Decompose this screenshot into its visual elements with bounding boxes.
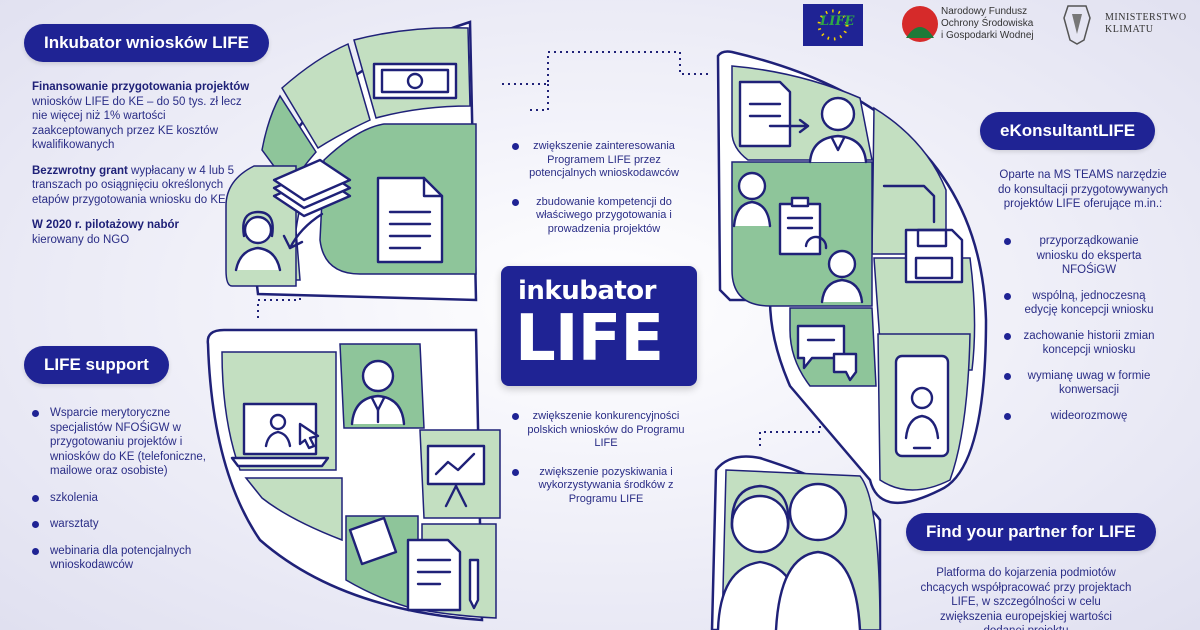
inkubator-life-logo: inkubator LIFE [501,266,697,386]
ministry-emblem-icon [1063,5,1091,45]
document-form-icon [882,184,936,224]
goal-item: zwiększenie konkurencyjności polskich wn… [512,410,685,449]
logo-line-life: LIFE [515,302,664,376]
support-title: LIFE support [24,346,169,384]
inkubator-paragraph: Bezzwrotny grant wypłacany w 4 lub 5 tra… [32,164,258,208]
ekonsultant-intro: Oparte na MS TEAMS narzędzie do konsulta… [997,169,1169,210]
inkubator-description: Finansowanie przygotowania projektów wni… [32,80,258,258]
ekonsultant-title: eKonsultantLIFE [980,112,1156,150]
banknote-icon [372,62,458,100]
woman-avatar-icon [234,210,282,272]
clipboard-sync-icon [778,196,828,256]
laptop-video-icon [230,402,330,468]
form-arrow-icon [738,80,810,148]
ekonsultant-list: przyporządkowanie wniosku do eksperta NF… [1004,234,1158,434]
chat-bubbles-icon [796,324,858,382]
goals-bottom-list: zwiększenie konkurencyjności polskich wn… [512,410,686,521]
ekonsultant-item: wspólną, jednoczesną edycję koncepcji wn… [1004,289,1158,318]
money-stack-icon [272,158,352,218]
support-item: Wsparcie merytoryczne specjalistów NFOŚi… [32,406,210,479]
curved-arrow-icon [288,212,324,250]
partner-description: Platforma do kojarzenia podmiotów chcący… [920,567,1132,630]
inkubator-paragraph: Finansowanie przygotowania projektów wni… [32,80,258,153]
eu-life-logo [803,4,863,46]
documents-pen-icon [348,516,480,612]
paragraph-bold: Bezzwrotny grant [32,164,128,177]
businessman-icon [350,359,406,426]
support-item: warsztaty [32,517,210,532]
ministry-line: MINISTERSTWO [1105,12,1187,23]
ministry-name: MINISTERSTWO KLIMATU [1105,12,1187,36]
eu-logo-text: LIFE [820,14,855,29]
nfosigw-line: Ochrony Środowiska [941,18,1034,29]
nfosigw-logo [902,6,938,42]
paragraph-text: wniosków LIFE do KE – do 50 tys. zł lecz… [32,95,242,152]
nfosigw-name: Narodowy Fundusz Ochrony Środowiska i Go… [941,6,1034,42]
ekonsultant-item: przyporządkowanie wniosku do eksperta NF… [1004,234,1158,278]
smartphone-video-icon [894,354,950,458]
man-avatar-icon [808,96,868,164]
support-item: webinaria dla potencjalnych wnioskodawcó… [32,544,210,573]
ekonsultant-item: wymianę uwag w formie konwersacji [1004,369,1158,398]
two-people-icon [732,171,864,304]
ekonsultant-item: wideorozmowę [1004,409,1158,424]
partner-title: Find your partner for LIFE [906,513,1156,551]
goal-item: zbudowanie kompetencji do właściwego prz… [512,196,682,237]
goals-top-list: zwiększenie zainteresowania Programem LI… [512,140,682,251]
paragraph-bold: Finansowanie przygotowania projektów [32,81,250,93]
document-icon [376,176,444,264]
paragraph-text: kierowany do NGO [32,233,130,246]
support-item: szkolenia [32,491,210,506]
logo-line-inkubator: inkubator [518,276,657,306]
dotted-connectors [257,51,821,448]
inkubator-title: Inkubator wniosków LIFE [24,24,269,62]
paragraph-bold: W 2020 r. pilotażowy nabór [32,219,179,231]
ministry-line: KLIMATU [1105,24,1154,35]
paragraph-text: wypłacany w 4 lub 5 transzach po osiągni… [32,164,234,206]
inkubator-paragraph: W 2020 r. pilotażowy nabór kierowany do N… [32,218,258,247]
support-list: Wsparcie merytoryczne specjalistów NFOŚi… [32,406,210,585]
nfosigw-line: Narodowy Fundusz [941,6,1028,17]
nfosigw-line: i Gospodarki Wodnej [941,30,1034,41]
presentation-chart-icon [426,444,486,508]
save-floppy-icon [904,228,964,284]
ekonsultant-item: zachowanie historii zmian koncepcji wnio… [1004,329,1158,358]
goal-item: zwiększenie pozyskiwania i wykorzystywan… [512,466,686,507]
partners-icon [716,482,862,630]
goal-item: zwiększenie zainteresowania Programem LI… [512,140,682,181]
